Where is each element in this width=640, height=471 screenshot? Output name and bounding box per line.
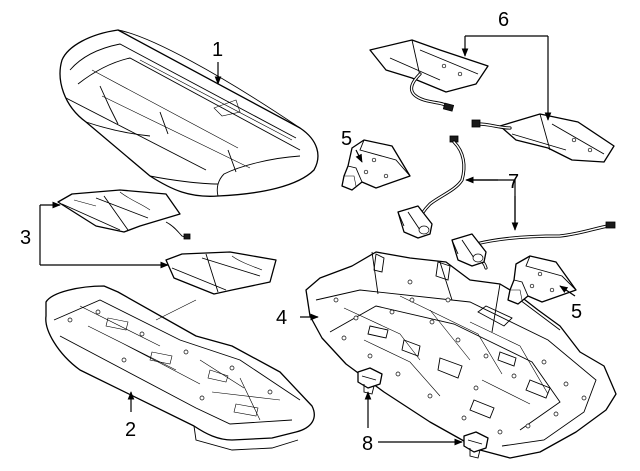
part-8-clip-lower [463, 431, 489, 459]
callout-5-upper: 5 [341, 128, 352, 150]
part-6-heater-element-right [471, 113, 615, 163]
part-3-seat-heater-pads [57, 189, 277, 295]
part-7-wire-harness-upper [397, 135, 466, 239]
part-7-wire-harness-lower [451, 221, 616, 270]
part-1-seat-cushion [59, 29, 319, 197]
part-5-module-upper [341, 139, 411, 191]
callout-3: 3 [20, 227, 31, 249]
part-5-module-lower [507, 255, 577, 305]
part-4-seat-pan [305, 251, 617, 459]
callout-5-lower: 5 [571, 301, 582, 323]
part-6-heater-element-left [369, 39, 489, 112]
callout-1: 1 [212, 39, 223, 61]
part-8-clip-upper [357, 367, 383, 395]
callout-7: 7 [508, 171, 519, 193]
callout-8: 8 [362, 433, 373, 455]
part-2-cushion-frame [45, 285, 315, 451]
callout-4: 4 [276, 307, 287, 329]
leader-lines [39, 35, 576, 446]
callout-6: 6 [498, 9, 509, 31]
callout-2: 2 [125, 419, 136, 441]
